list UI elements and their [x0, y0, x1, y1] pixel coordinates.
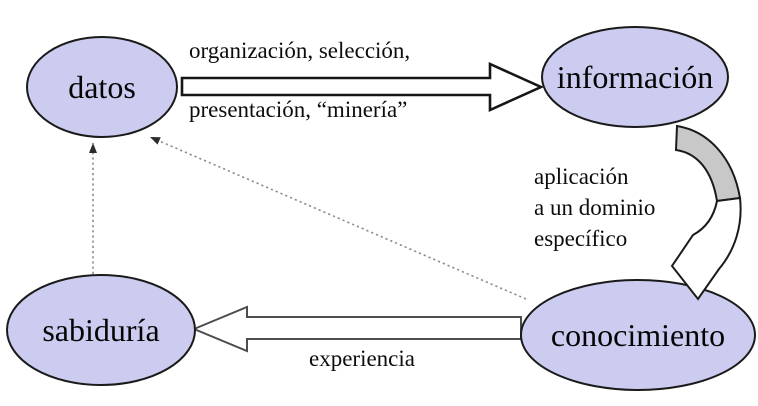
ribbon-arrow-upper-gray [674, 124, 742, 203]
node-ellipse-conocimiento [520, 279, 756, 391]
dotted-arrow-conocimiento-to-datos [149, 136, 527, 300]
node-ellipse-sabiduria [6, 274, 196, 386]
node-ellipse-datos [26, 36, 178, 138]
arrow-datos-to-informacion [180, 61, 545, 113]
ribbon-arrow-lower-head [670, 196, 742, 301]
node-ellipse-informacion [541, 26, 729, 128]
arrow-conocimiento-to-sabiduria [191, 305, 522, 353]
